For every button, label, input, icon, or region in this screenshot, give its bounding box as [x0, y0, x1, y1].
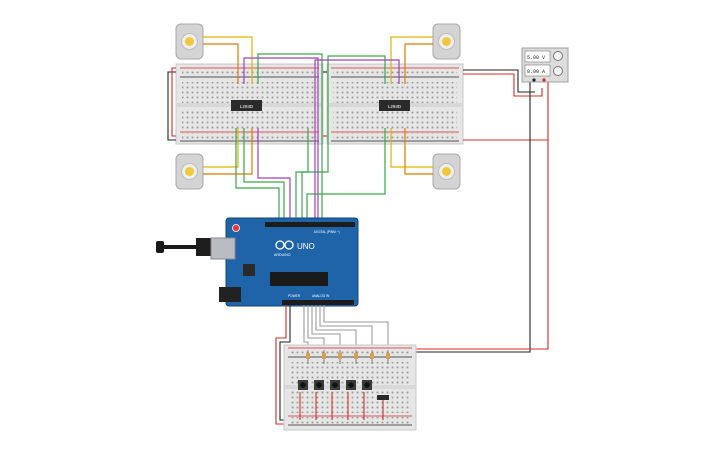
- atmega-chip: [270, 272, 328, 286]
- current-display: 0.00 A: [527, 69, 545, 75]
- dc-motor-bottom-left: [175, 153, 204, 190]
- motor-driver-ic-right: L293D: [379, 100, 410, 111]
- breadboard-top-left: [175, 63, 324, 145]
- reset-button[interactable]: [232, 224, 240, 232]
- digital-header: [265, 222, 355, 227]
- brand-text: ARDUINO: [274, 253, 291, 257]
- arduino-uno: DIGITAL (PWM ~) ARDUINO UNO POWER ANALOG…: [210, 217, 359, 307]
- voltage-display: 5.00 V: [527, 55, 545, 61]
- breadboard-top-right: [326, 63, 464, 145]
- voltage-knob[interactable]: [553, 51, 563, 61]
- power-supply: 5.00 V 0.00 A: [521, 47, 569, 83]
- push-buttons: [298, 380, 389, 400]
- control-wires: [235, 53, 400, 225]
- current-knob[interactable]: [553, 66, 563, 76]
- digital-label: DIGITAL (PWM ~): [314, 230, 340, 234]
- motor-driver-left-label: L293D: [240, 104, 254, 109]
- power-label: POWER: [288, 294, 301, 298]
- negative-terminal: [532, 78, 536, 82]
- motor-driver-ic-left: L293D: [231, 100, 262, 111]
- power-wires-top: [167, 67, 549, 353]
- positive-terminal: [542, 78, 546, 82]
- dc-motor-top-left: [175, 23, 204, 60]
- analog-label: ANALOG IN: [312, 294, 330, 298]
- usb-cable: [156, 238, 220, 256]
- arduino-logo: ARDUINO: [274, 240, 294, 257]
- model-text: UNO: [297, 242, 315, 251]
- dc-motor-bottom-right: [432, 153, 461, 190]
- bottom-board-wires: [299, 392, 384, 420]
- voltage-regulator: [243, 264, 255, 276]
- power-analog-header: [282, 300, 354, 305]
- resistors: [306, 350, 390, 364]
- power-jack: [219, 287, 241, 302]
- motor-driver-right-label: L293D: [388, 104, 402, 109]
- usb-port[interactable]: [210, 237, 236, 260]
- motor-wires: [203, 36, 433, 175]
- dc-motor-top-right: [432, 23, 461, 60]
